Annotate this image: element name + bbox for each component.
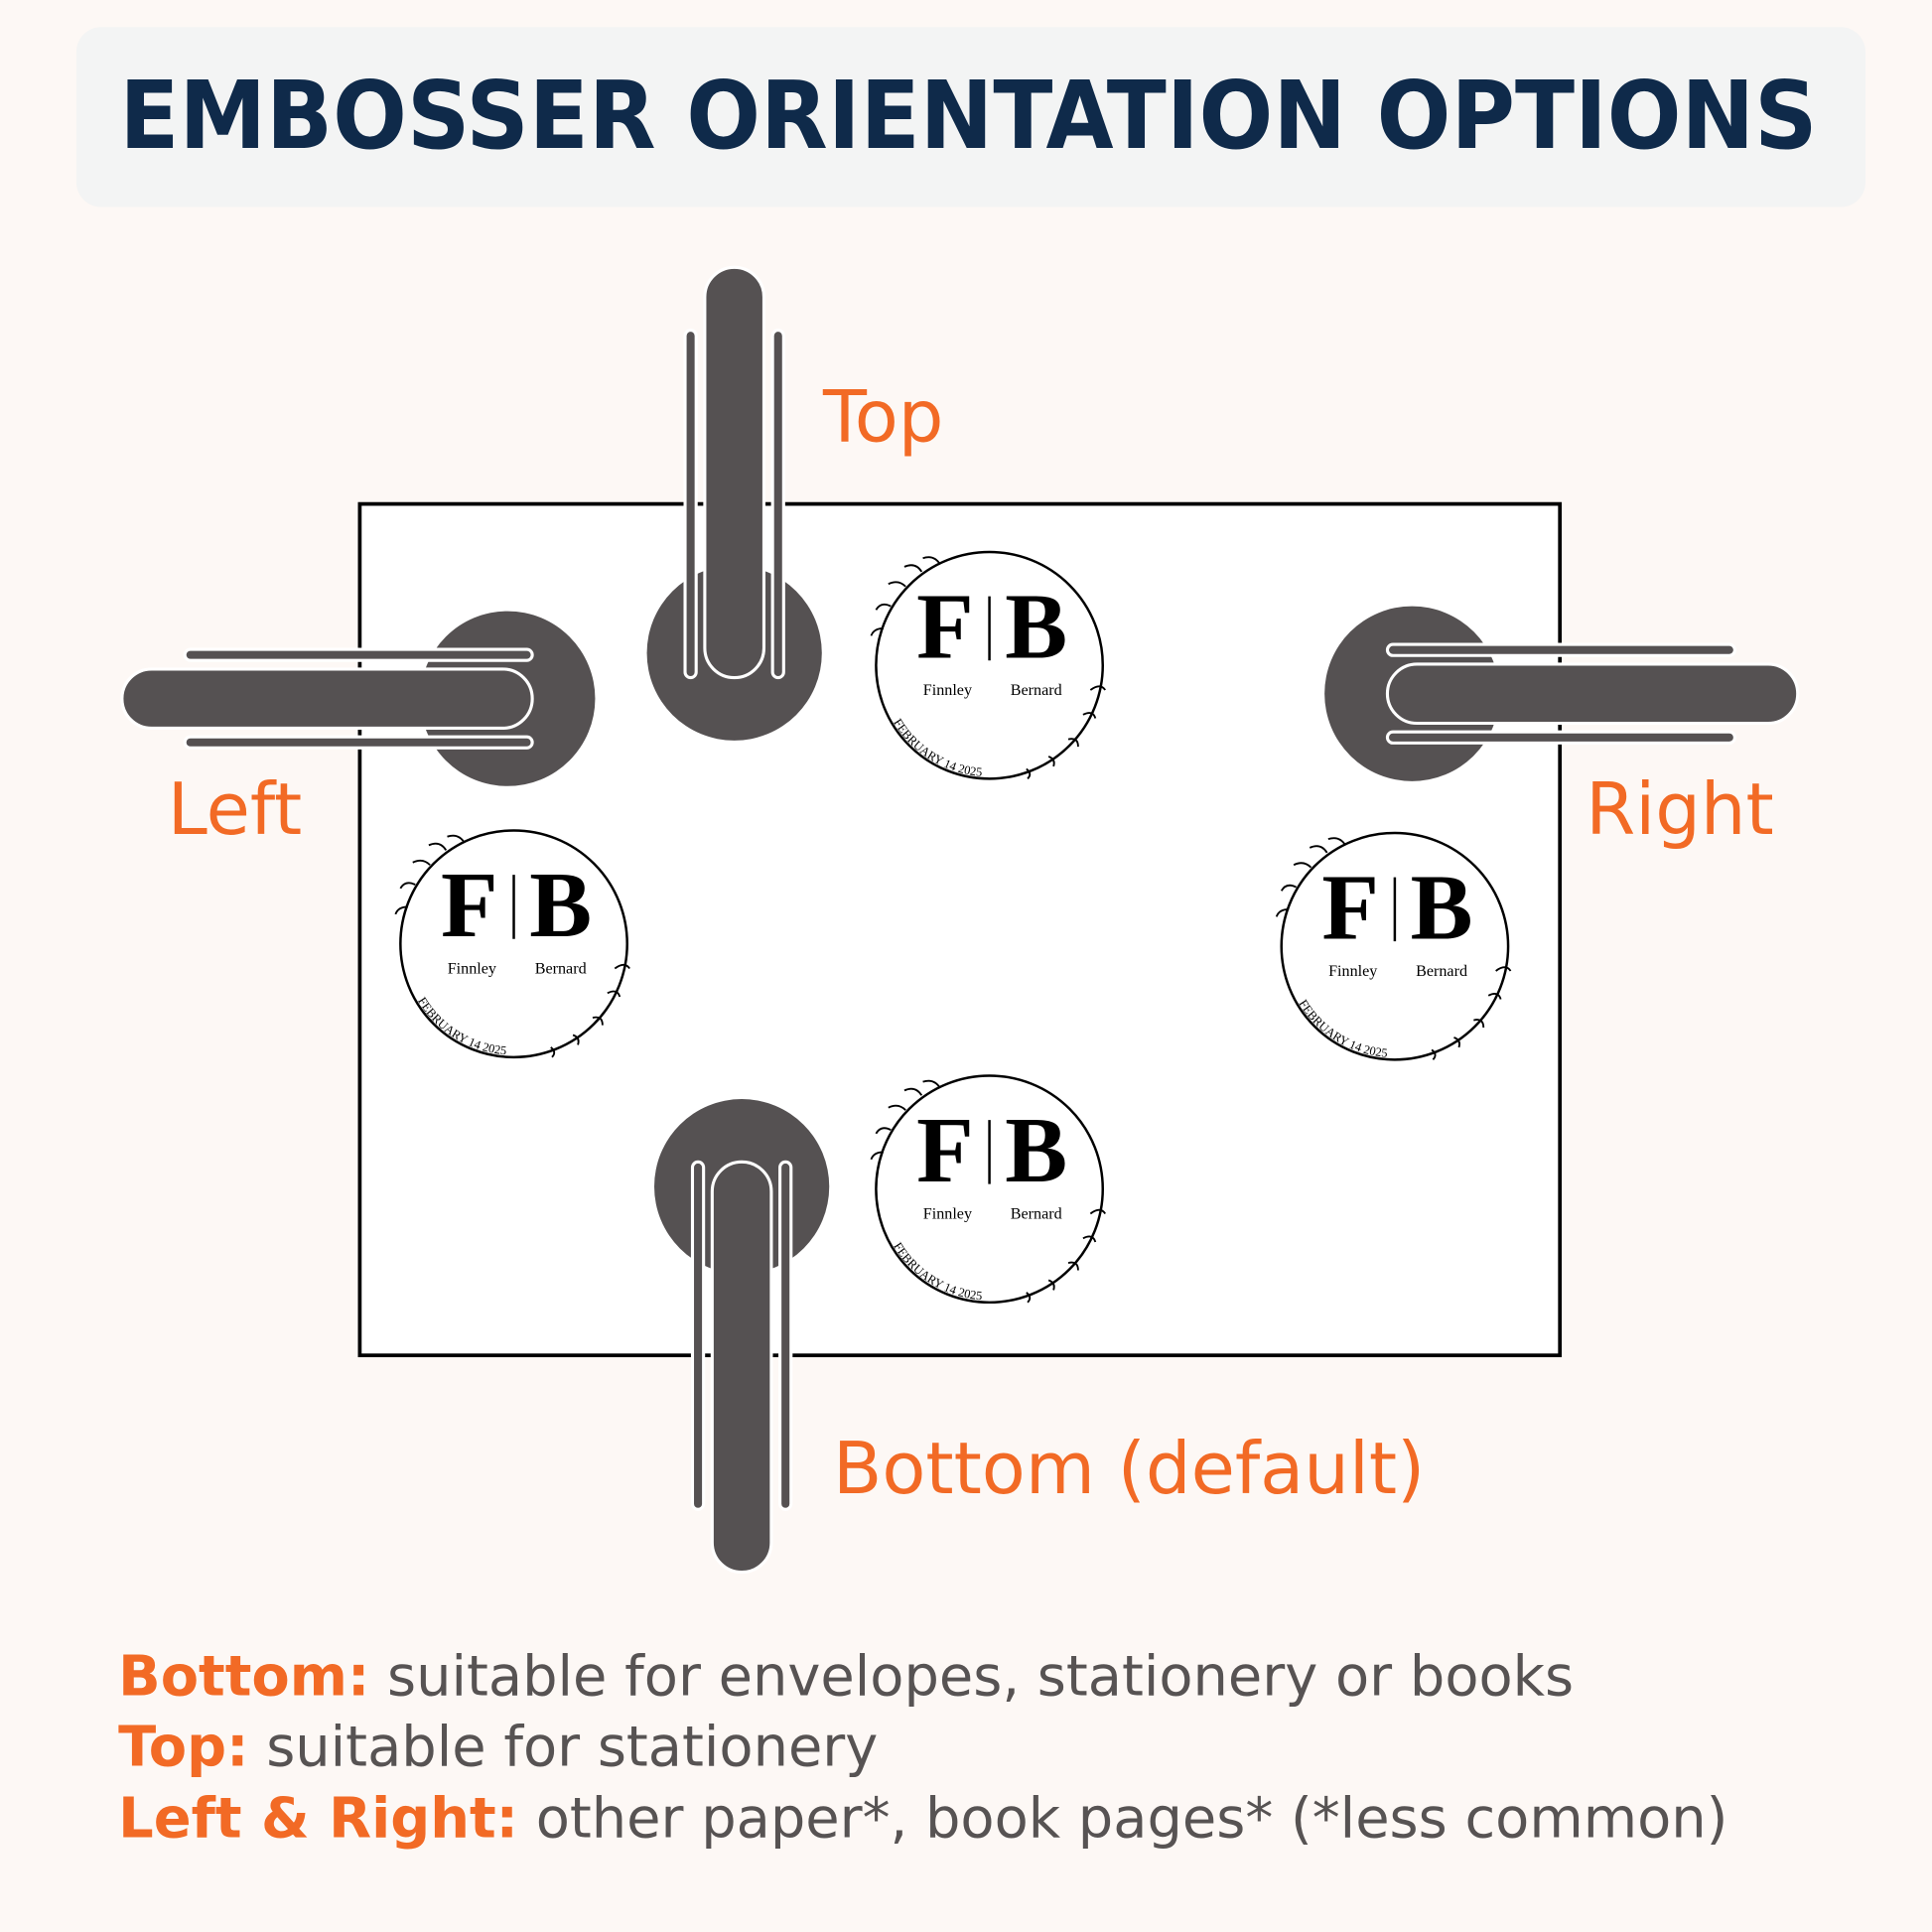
seal-initial-1: F: [441, 854, 498, 957]
note-left-right: Left & Right: other paper*, book pages* …: [118, 1786, 1727, 1851]
seal-name-1: Finnley: [1328, 963, 1377, 980]
note-top: Top: suitable for stationery: [118, 1715, 878, 1779]
seal-name-2: Bernard: [1011, 682, 1062, 699]
seal-name-2: Bernard: [1011, 1205, 1062, 1222]
label-top: Top: [822, 374, 943, 458]
note-bottom: Bottom: suitable for envelopes, statione…: [118, 1645, 1574, 1710]
seal-name-2: Bernard: [1416, 963, 1467, 980]
seal-initial-2: B: [1005, 576, 1067, 679]
label-right: Right: [1586, 767, 1774, 851]
seal-initial-1: F: [916, 576, 974, 679]
seal-initial-2: B: [1005, 1099, 1067, 1202]
seal-initial-2: B: [1411, 857, 1473, 960]
seal-name-2: Bernard: [535, 960, 587, 977]
seal-name-1: Finnley: [923, 682, 972, 699]
seal-initial-1: F: [916, 1099, 974, 1202]
seal-name-1: Finnley: [923, 1205, 972, 1222]
seal-name-1: Finnley: [448, 960, 496, 977]
title-banner: [75, 27, 1865, 207]
page-title: EMBOSSER ORIENTATION OPTIONS: [119, 62, 1817, 171]
label-bottom: Bottom (default): [833, 1427, 1425, 1510]
seal-initial-1: F: [1321, 857, 1379, 960]
label-left: Left: [168, 767, 302, 851]
seal-initial-2: B: [529, 854, 592, 957]
